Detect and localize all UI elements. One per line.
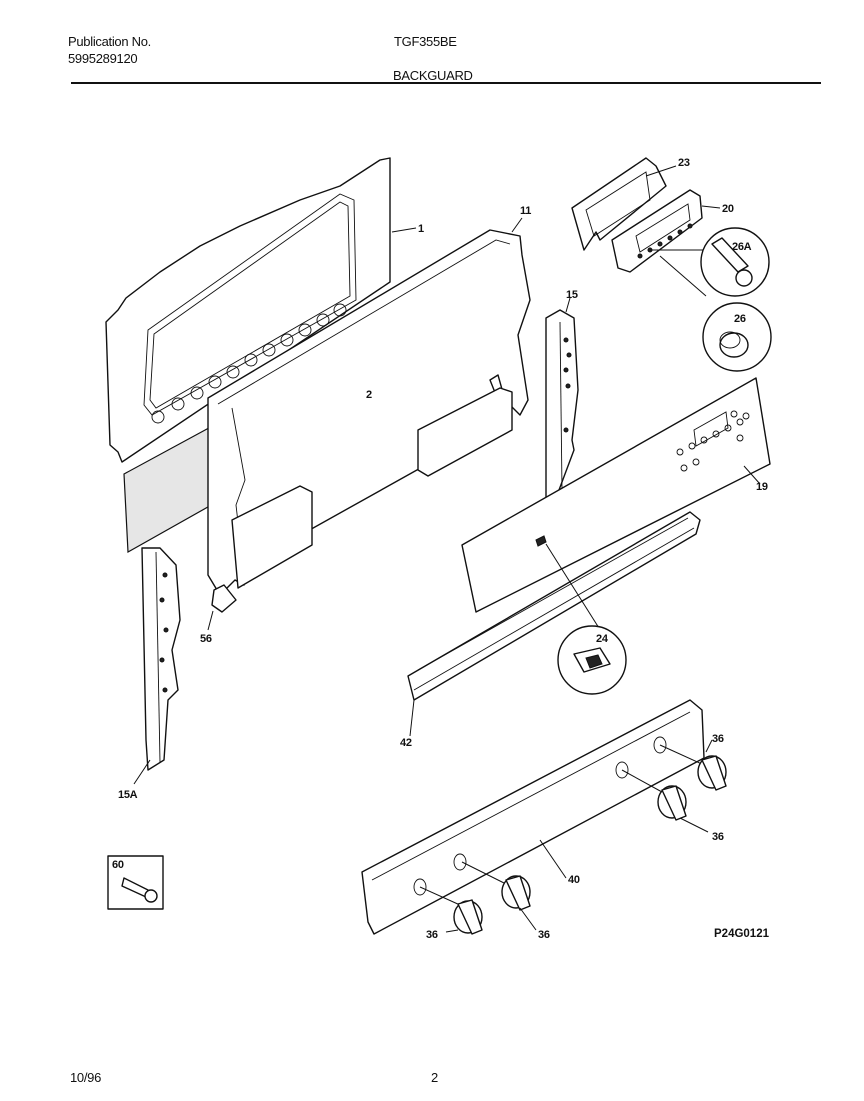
publication-number: 5995289120	[68, 51, 138, 66]
callout-20: 20	[722, 203, 734, 215]
part-11-backguard-frame	[207, 217, 531, 631]
header-rule	[71, 82, 821, 84]
callout-1: 1	[418, 223, 424, 235]
callout-60: 60	[112, 859, 124, 871]
callout-36-right: 36	[712, 831, 724, 843]
callout-23: 23	[678, 157, 690, 169]
callout-24: 24	[596, 633, 609, 645]
callout-15a: 15A	[118, 789, 138, 801]
part-23-clock-bracket	[571, 157, 677, 251]
part-15a-left-bracket	[133, 547, 181, 785]
part-20-electronic-control	[611, 189, 721, 297]
callout-15: 15	[566, 289, 578, 301]
part-36-knobs	[419, 739, 727, 935]
callout-42: 42	[400, 737, 412, 749]
page-number: 2	[431, 1070, 438, 1085]
callout-36-top: 36	[712, 733, 724, 745]
part-42-trim-strip	[407, 511, 701, 737]
diagram-code: P24G0121	[714, 928, 770, 940]
callout-19: 19	[756, 481, 768, 493]
callout-11: 11	[520, 205, 531, 217]
callout-40: 40	[568, 874, 580, 886]
part-26-knob-detail	[702, 302, 772, 372]
part-26a-pushbutton-detail	[700, 227, 770, 297]
callout-26a: 26A	[732, 241, 752, 253]
callout-2: 2	[366, 389, 372, 401]
part-15-right-bracket	[545, 297, 579, 501]
model-number: TGF355BE	[394, 34, 457, 49]
section-title: BACKGUARD	[393, 68, 473, 83]
part-24-switch-detail	[545, 543, 627, 695]
part-19-control-panel	[461, 377, 771, 613]
part-60-screw	[107, 855, 164, 910]
callout-36-bottom-left: 36	[426, 929, 438, 941]
footer-date: 10/96	[70, 1070, 102, 1085]
part-40-manifold-panel	[361, 699, 705, 935]
callout-56: 56	[200, 633, 212, 645]
callout-26: 26	[734, 313, 746, 325]
publication-label: Publication No.	[68, 34, 151, 49]
callout-36-bottom: 36	[538, 929, 550, 941]
part-1-rear-panel	[105, 157, 417, 463]
